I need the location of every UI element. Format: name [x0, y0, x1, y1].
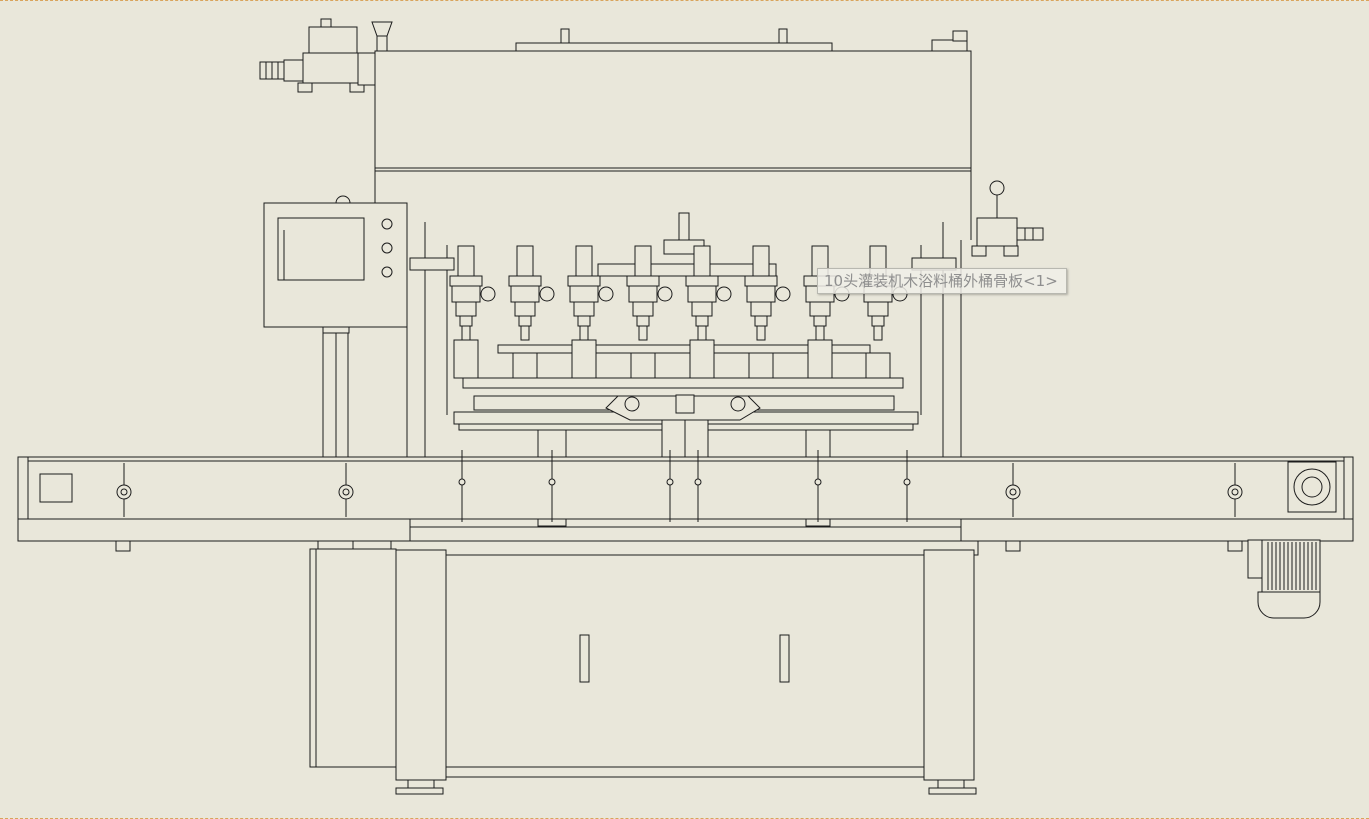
guide-rail-bolt [904, 479, 910, 485]
pressure-valve[interactable] [972, 181, 1043, 256]
filling-head[interactable] [804, 246, 849, 378]
filling-head[interactable] [450, 246, 495, 378]
filling-head[interactable] [686, 246, 731, 378]
tank-hopper[interactable] [375, 29, 971, 240]
conveyor-roller[interactable] [1228, 463, 1242, 517]
filling-head[interactable] [862, 246, 907, 378]
conveyor-roller[interactable] [1006, 463, 1020, 517]
filling-head[interactable] [509, 246, 554, 378]
filling-head[interactable] [627, 246, 672, 378]
hover-tooltip: 10头灌装机木浴料桶外桶骨板<1> [817, 268, 1067, 294]
gear-motor[interactable] [1248, 540, 1320, 618]
filling-heads[interactable] [450, 246, 907, 378]
conveyor-roller[interactable] [117, 463, 131, 517]
conveyor[interactable] [18, 450, 1353, 541]
guide-rail-bolt [695, 479, 701, 485]
inlet-valve-assembly[interactable] [260, 19, 392, 92]
guide-rail-bolt [459, 479, 465, 485]
machine-cabinet[interactable] [116, 541, 1242, 794]
filling-head[interactable] [745, 246, 790, 378]
guide-rail-bolt [549, 479, 555, 485]
guide-rail-bolt [667, 479, 673, 485]
guide-rail-bolt [815, 479, 821, 485]
conveyor-roller[interactable] [339, 463, 353, 517]
filling-head[interactable] [568, 246, 613, 378]
